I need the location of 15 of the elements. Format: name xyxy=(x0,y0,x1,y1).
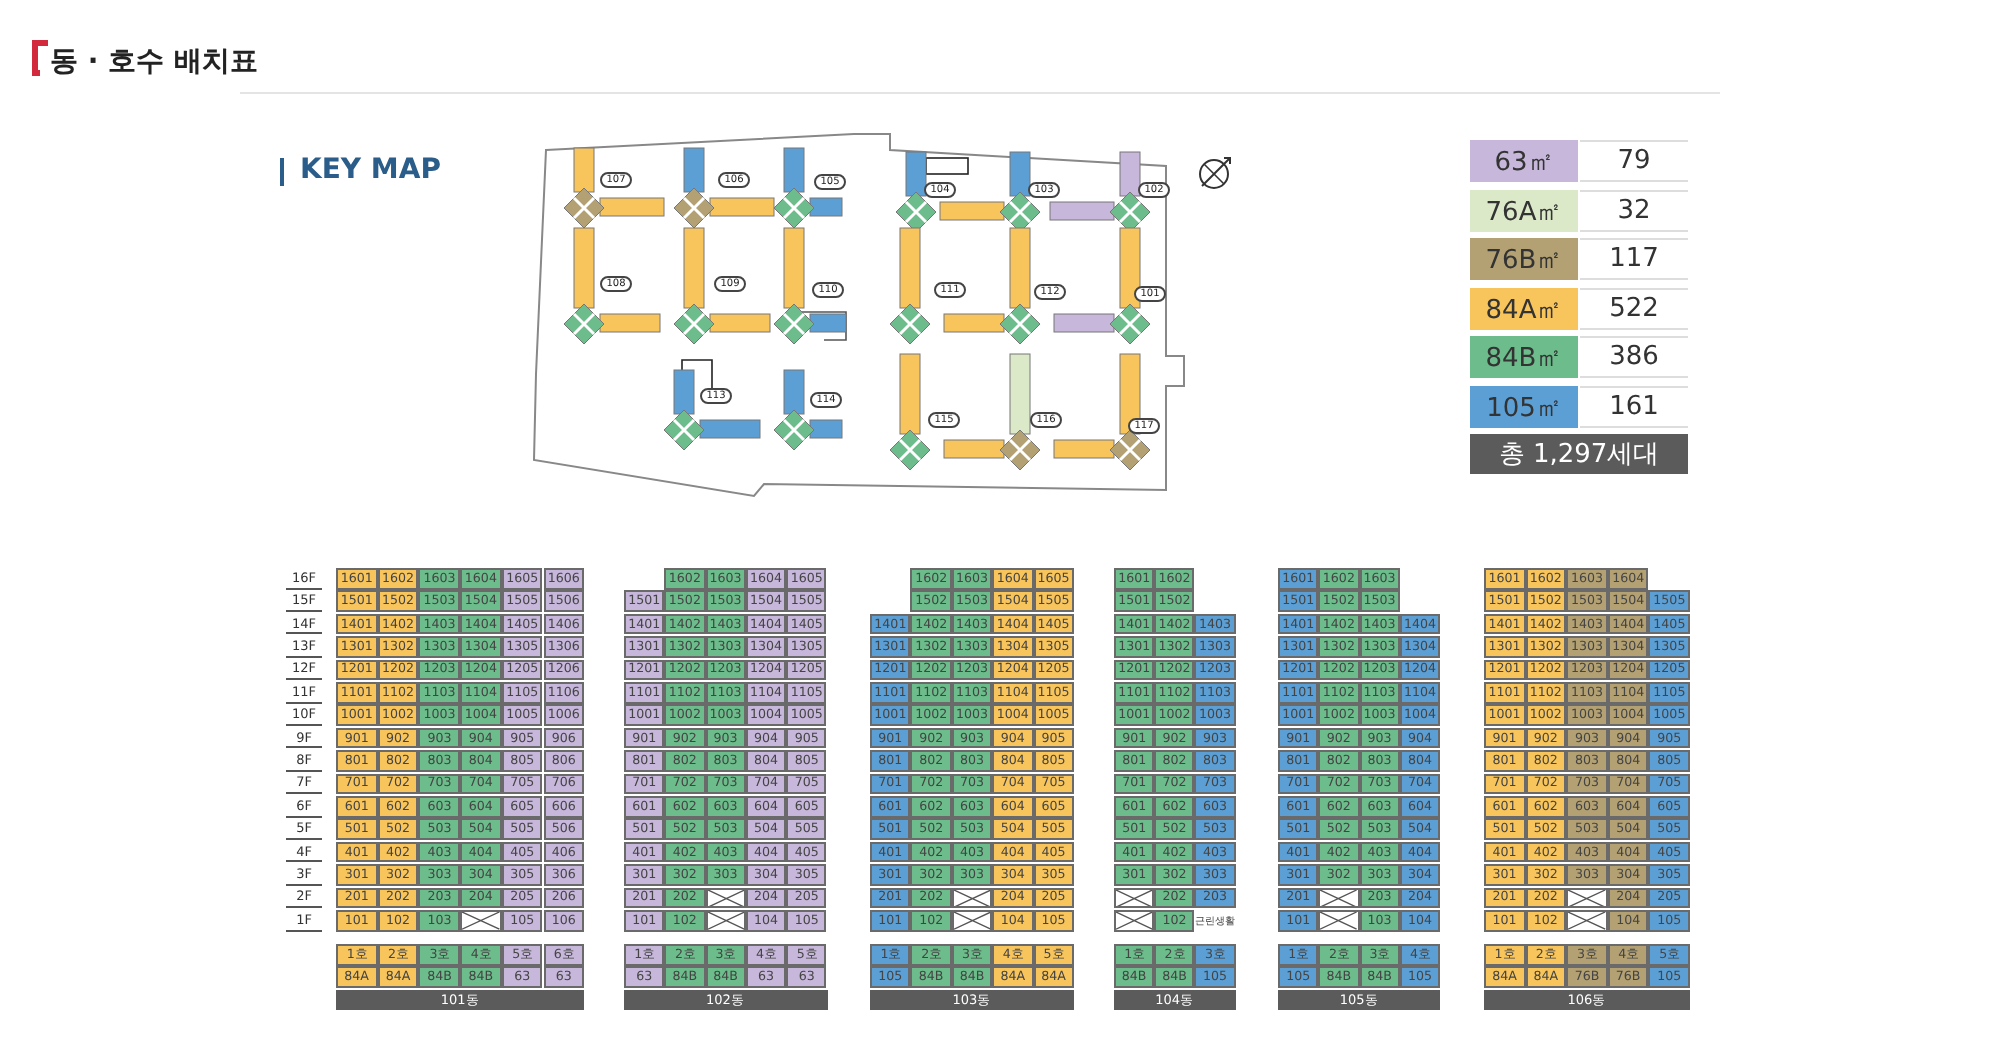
legend-label: 63㎡ xyxy=(1492,145,1556,181)
legend-label: 76A㎡ xyxy=(1483,195,1565,231)
legend-label: 76B㎡ xyxy=(1483,243,1565,279)
count-cell: 32 xyxy=(1580,190,1688,232)
legend-label: 84B㎡ xyxy=(1483,341,1565,377)
count-cell: 117 xyxy=(1580,238,1688,280)
count-cell: 386 xyxy=(1580,336,1688,378)
total-bar: 총 1,297세대 xyxy=(1470,434,1688,474)
legend-label: 84A㎡ xyxy=(1483,293,1565,329)
page-title: 동 · 호수 배치표 xyxy=(50,44,260,80)
count-cell: 79 xyxy=(1580,140,1688,182)
legend-label: 105㎡ xyxy=(1484,391,1564,427)
count-cell: 522 xyxy=(1580,288,1688,330)
count-cell: 161 xyxy=(1580,386,1688,428)
section-title: KEY MAP xyxy=(300,154,443,190)
